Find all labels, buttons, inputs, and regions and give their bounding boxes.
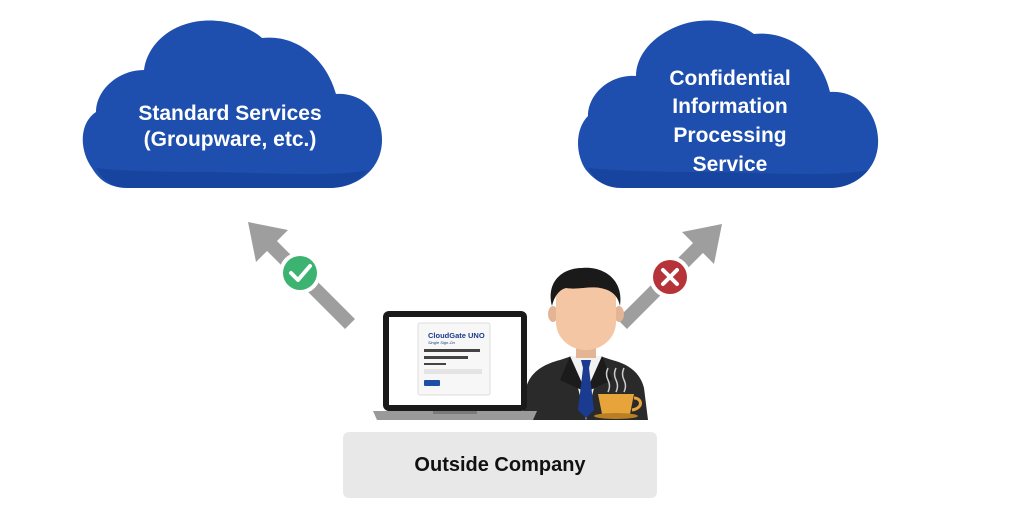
laptop-screen-tagline: Single Sign-On xyxy=(428,340,455,345)
cloud-right-line-4: Service xyxy=(692,152,768,176)
cloud-right-line-3: Processing xyxy=(673,124,787,147)
cloud-standard-services-label: Standard Services (Groupware, etc.) xyxy=(110,96,350,158)
coffee-cup-illustration xyxy=(594,367,642,419)
cloud-confidential-service-label: Confidential Information Processing Serv… xyxy=(612,62,848,182)
cloud-right-line-1: Confidential xyxy=(669,66,791,90)
location-label-box: Outside Company xyxy=(343,432,657,498)
laptop-screen-brand: CloudGate UNO xyxy=(428,331,485,340)
cloud-left-line-2: (Groupware, etc.) xyxy=(143,128,317,151)
cloud-right-line-2: Information xyxy=(672,95,788,119)
cloud-standard-services xyxy=(82,20,382,188)
cloud-confidential-service xyxy=(578,20,879,188)
laptop-illustration xyxy=(373,311,537,420)
location-label: Outside Company xyxy=(414,453,586,476)
laptop-screen-logo: CloudGate UNO Single Sign-On xyxy=(428,331,488,351)
cross-icon xyxy=(649,256,691,298)
cloud-left-line-1: Standard Services xyxy=(138,102,322,126)
check-icon xyxy=(279,252,321,294)
